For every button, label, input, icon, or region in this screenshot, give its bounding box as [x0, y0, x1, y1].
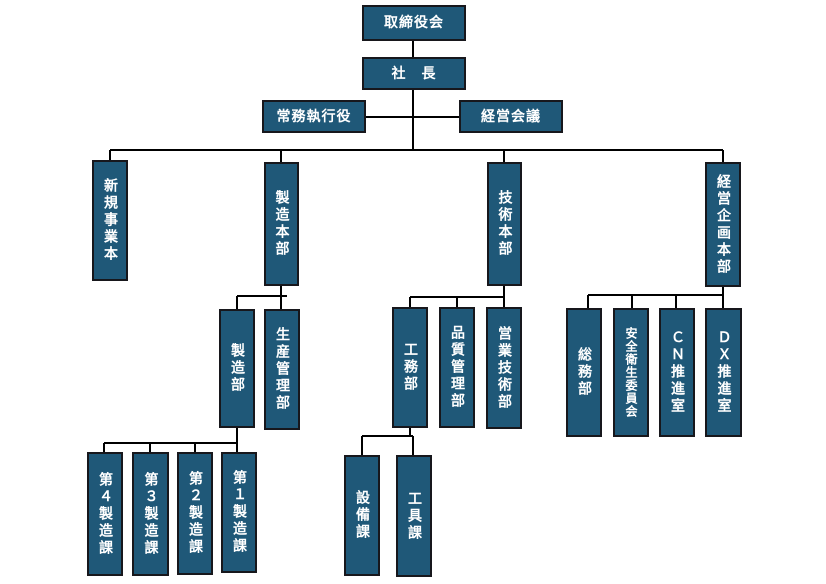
section-4-box: 第４製造課 — [87, 452, 123, 576]
tooling-section-box: 工具課 — [396, 455, 432, 577]
dx-promotion-office-box: ＤＸ推進室 — [705, 308, 742, 437]
cn-promotion-office-box: ＣＮ推進室 — [659, 308, 695, 437]
president-box: 社 長 — [362, 57, 466, 90]
management-meeting-box: 経営会議 — [459, 100, 563, 133]
corporate-planning-division-box: 経営企画本部 — [705, 162, 741, 287]
sales-engineering-dept-box: 営業技術部 — [486, 307, 522, 429]
technology-division-box: 技術本部 — [487, 162, 522, 286]
production-control-dept-box: 生産管理部 — [264, 309, 300, 430]
quality-control-dept-box: 品質管理部 — [439, 307, 475, 428]
executive-officers-box: 常務執行役 — [262, 100, 366, 133]
section-1-box: 第１製造課 — [221, 452, 257, 573]
equipment-section-box: 設備課 — [344, 455, 380, 576]
new-business-division-box: 新規事業本 — [92, 160, 128, 281]
manufacturing-dept-box: 製造部 — [219, 309, 255, 428]
general-affairs-dept-box: 総務部 — [566, 308, 602, 437]
section-2-box: 第２製造課 — [177, 452, 213, 575]
board-box: 取締役会 — [362, 5, 466, 41]
manufacturing-division-box: 製造本部 — [264, 162, 299, 286]
engineering-dept-box: 工務部 — [392, 307, 428, 428]
section-3-box: 第３製造課 — [132, 452, 169, 576]
safety-health-committee-box: 安全衛生委員会 — [613, 308, 649, 437]
